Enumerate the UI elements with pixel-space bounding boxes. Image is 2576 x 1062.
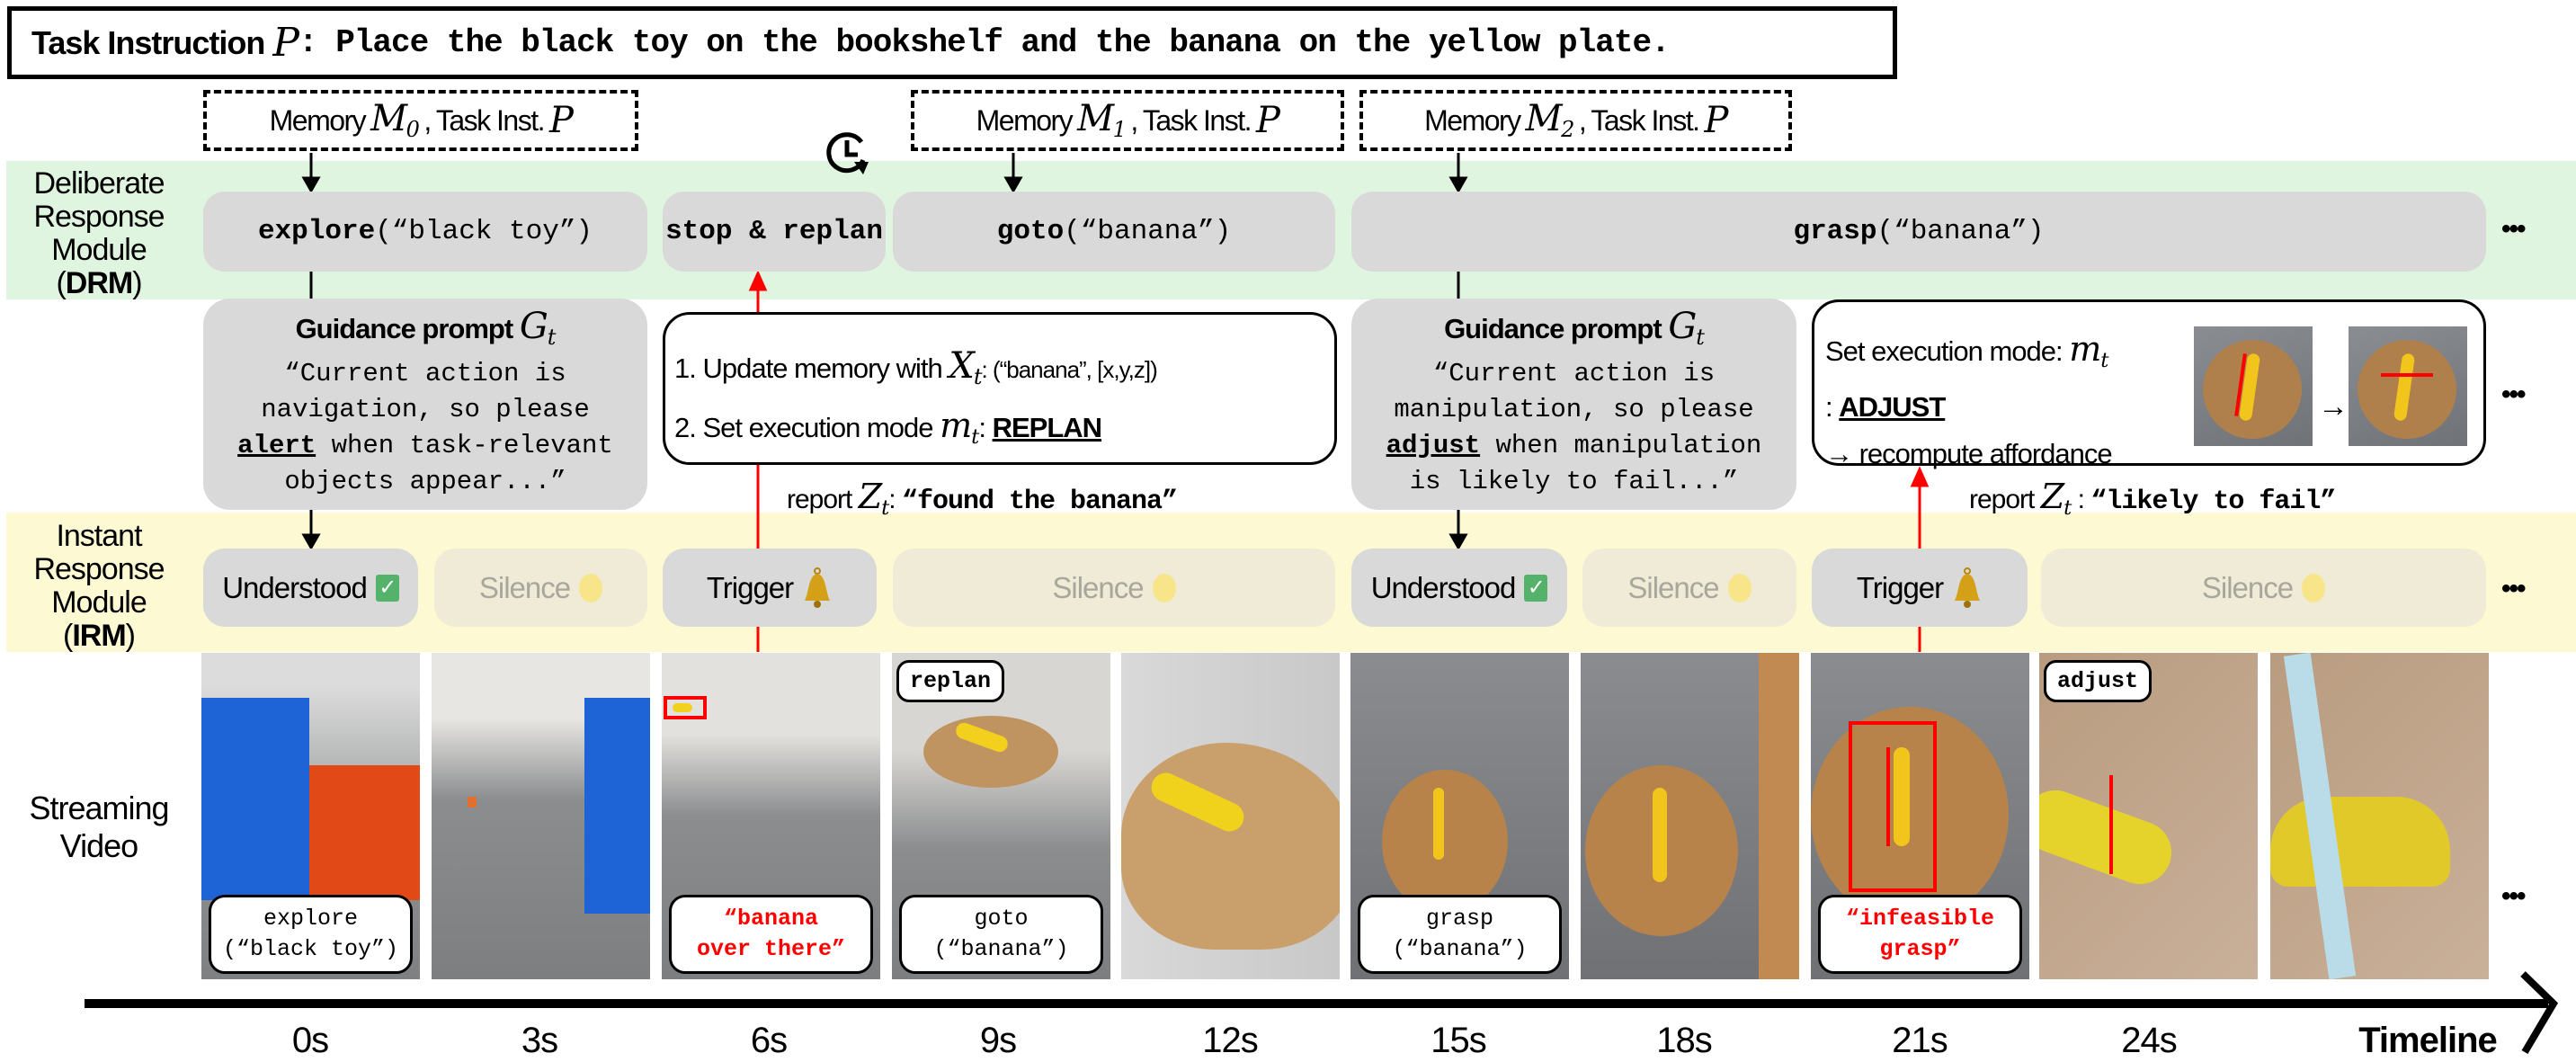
task-symbol: P bbox=[272, 20, 299, 66]
timeline-tick: 12s bbox=[1202, 1021, 1259, 1060]
bell-icon bbox=[1955, 567, 1981, 608]
arrow-right-icon: → bbox=[2318, 389, 2349, 424]
video-frame-15s: grasp(“banana”) bbox=[1350, 653, 1569, 979]
report-likely-to-fail: report Zt : “likely to fail” bbox=[1969, 477, 2336, 520]
adjust-mode-box: Set execution mode: mt : ADJUST → recomp… bbox=[1812, 299, 2486, 469]
mode-replan: REPLAN bbox=[992, 412, 1102, 444]
silent-face-icon bbox=[1727, 573, 1752, 602]
task-instruction-text: : Place the black toy on the bookshelf a… bbox=[299, 24, 1671, 61]
timeline-tick: 18s bbox=[1656, 1021, 1713, 1060]
timeline-tick: 21s bbox=[1892, 1021, 1948, 1060]
update-memory-box: 1. Update memory with Xt: (“banana”, [x,… bbox=[663, 312, 1337, 465]
memory-symbol: M1 bbox=[1077, 98, 1127, 143]
adjust-tag: adjust bbox=[2044, 660, 2153, 702]
ellipsis-video: ••• bbox=[2501, 881, 2526, 911]
task-instruction: Task Instruction P: Place the black toy … bbox=[7, 6, 1897, 79]
timeline-tick: 24s bbox=[2121, 1021, 2178, 1060]
ellipsis-drm: ••• bbox=[2501, 214, 2526, 244]
memory-label: Memory bbox=[269, 103, 367, 137]
clock-replan-icon bbox=[826, 132, 869, 174]
video-frame-12s bbox=[1121, 653, 1340, 979]
video-frame-0s: explore(“black toy”) bbox=[201, 653, 420, 979]
drm-action-goto: goto(“banana”) bbox=[893, 192, 1335, 272]
task-inst-label: Task Inst. bbox=[435, 103, 546, 137]
irm-understood-1: Understood✓ bbox=[203, 549, 418, 627]
irm-silence-2: Silence bbox=[893, 549, 1335, 627]
timeline-arrow bbox=[85, 971, 2559, 1055]
irm-silence-3: Silence bbox=[1582, 549, 1796, 627]
irm-trigger-1: Trigger bbox=[663, 549, 877, 627]
memory-label: Memory bbox=[976, 103, 1074, 137]
timeline-tick: 3s bbox=[521, 1021, 558, 1060]
video-frame-3s bbox=[432, 653, 650, 979]
timeline-label: Timeline bbox=[2358, 1021, 2498, 1060]
replan-tag: replan bbox=[896, 660, 1005, 702]
task-inst-label: Task Inst. bbox=[1142, 103, 1252, 137]
mode-adjust: ADJUST bbox=[1839, 390, 1946, 423]
silent-face-icon bbox=[1152, 573, 1176, 602]
grasp-region-box bbox=[1849, 721, 1937, 892]
check-icon: ✓ bbox=[375, 574, 399, 602]
drm-action-grasp: grasp(“banana”) bbox=[1351, 192, 2486, 272]
drm-action-explore: explore(“black toy”) bbox=[203, 192, 647, 272]
task-symbol: P bbox=[548, 100, 574, 141]
sep: , bbox=[423, 103, 432, 137]
silent-face-icon bbox=[2302, 573, 2326, 602]
memory-symbol: M2 bbox=[1525, 98, 1575, 143]
video-frame-24s: adjust bbox=[2039, 653, 2258, 979]
report-found-banana: report Zt: “found the banana” bbox=[787, 477, 1178, 520]
sep: , bbox=[1130, 103, 1138, 137]
drm-action-stop-replan: stop & replan bbox=[663, 192, 886, 272]
sep: , bbox=[1578, 103, 1587, 137]
bell-icon bbox=[805, 567, 831, 608]
video-frame-18s bbox=[1581, 653, 1799, 979]
memory-label: Memory bbox=[1424, 103, 1521, 137]
timeline-tick: 15s bbox=[1431, 1021, 1487, 1060]
timeline-tick: 0s bbox=[291, 1021, 329, 1060]
task-inst-label: Task Inst. bbox=[1591, 103, 1700, 137]
task-symbol: P bbox=[1255, 100, 1280, 141]
irm-trigger-2: Trigger bbox=[1812, 549, 2028, 627]
ellipsis-irm: ••• bbox=[2501, 574, 2526, 603]
silent-face-icon bbox=[579, 573, 603, 602]
banana-detection-box bbox=[664, 696, 707, 719]
video-frame-9s: replan goto(“banana”) bbox=[892, 653, 1110, 979]
irm-silence-4: Silence bbox=[2041, 549, 2486, 627]
timeline-tick: 9s bbox=[979, 1021, 1017, 1060]
ellipsis-guidance: ••• bbox=[2501, 379, 2526, 409]
irm-silence-1: Silence bbox=[434, 549, 647, 627]
timeline-tick: 6s bbox=[750, 1021, 788, 1060]
memory-symbol: M0 bbox=[370, 98, 420, 143]
affordance-before-image bbox=[2194, 326, 2313, 446]
task-instruction-label: Task Instruction bbox=[31, 23, 265, 61]
irm-understood-2: Understood✓ bbox=[1351, 549, 1567, 627]
video-frame-27s bbox=[2270, 653, 2489, 979]
affordance-after-image bbox=[2349, 326, 2467, 446]
check-icon: ✓ bbox=[1524, 574, 1548, 602]
task-symbol: P bbox=[1704, 100, 1728, 141]
